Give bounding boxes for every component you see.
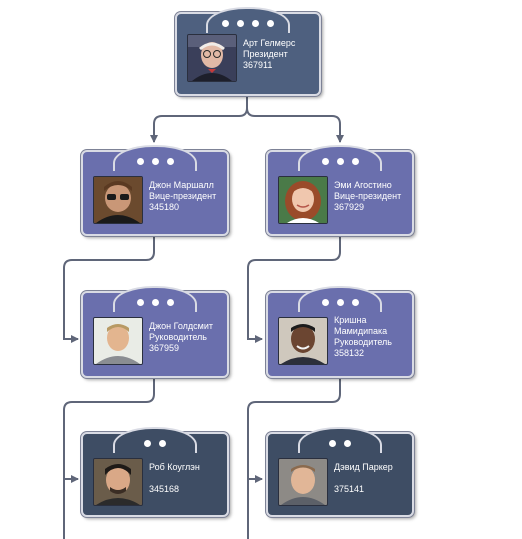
person-name: Эми Агостино — [334, 180, 392, 190]
node-dots — [83, 299, 227, 306]
avatar — [278, 317, 328, 365]
person-id: 367911 — [243, 60, 273, 70]
person-name: Джон Маршалл — [149, 180, 214, 190]
connector-mgr-left-emp-left — [63, 378, 155, 483]
person-title: Руководитель — [334, 337, 392, 347]
photo-man-dark-glasses — [94, 177, 142, 223]
node-dots — [83, 440, 227, 447]
person-title: Вице-президент — [334, 191, 402, 201]
node-employee-left[interactable]: Роб Коуглэн 345168 — [81, 427, 229, 517]
avatar — [278, 458, 328, 506]
node-dots — [268, 299, 412, 306]
node-tab — [298, 427, 382, 453]
person-id: 375141 — [334, 484, 365, 494]
person-id: 358132 — [334, 348, 365, 358]
photo-older-man-glasses — [188, 35, 236, 81]
node-info: Дэвид Паркер 375141 — [334, 462, 393, 495]
node-dots — [268, 158, 412, 165]
photo-woman-red-hair — [279, 177, 327, 223]
person-id: 367959 — [149, 343, 180, 353]
connector-president-vp-left — [150, 96, 248, 143]
photo-man-dark-hair — [94, 459, 142, 505]
person-name: Роб Коуглэн — [149, 462, 200, 472]
person-title: Руководитель — [149, 332, 207, 342]
avatar — [278, 176, 328, 224]
person-id: 345180 — [149, 202, 180, 212]
person-name: Джон Голдсмит — [149, 321, 214, 331]
avatar — [93, 458, 143, 506]
node-info: Кришна Мамидипака Руководитель 358132 — [334, 315, 392, 359]
photo-man-gray-shirt — [279, 459, 327, 505]
node-dots — [177, 20, 319, 27]
person-name: Дэвид Паркер — [334, 462, 393, 472]
node-info: Роб Коуглэн 345168 — [149, 462, 200, 495]
node-manager-right[interactable]: Кришна Мамидипака Руководитель 358132 — [266, 286, 414, 378]
node-info: Арт Гелмерс Президент 367911 — [243, 38, 295, 71]
person-title — [149, 473, 200, 484]
person-title — [334, 473, 393, 484]
person-id: 345168 — [149, 484, 180, 494]
avatar — [93, 176, 143, 224]
node-vp-left[interactable]: Джон Маршалл Вице-президент 345180 — [81, 145, 229, 236]
node-tab — [113, 427, 197, 453]
connector-vp-right-mgr-right — [247, 236, 341, 343]
node-president[interactable]: Арт Гелмерс Президент 367911 — [175, 7, 321, 96]
connector-president-vp-right — [246, 107, 344, 143]
person-title: Вице-президент — [149, 191, 217, 201]
node-tab — [206, 7, 290, 33]
node-info: Джон Голдсмит Руководитель 367959 — [149, 321, 213, 354]
avatar — [187, 34, 237, 82]
person-name: Арт Гелмерс — [243, 38, 296, 48]
node-vp-right[interactable]: Эми Агостино Вице-президент 367929 — [266, 145, 414, 236]
connector-vp-left-mgr-left — [63, 236, 155, 343]
node-dots — [83, 158, 227, 165]
person-name: Кришна Мамидипака — [334, 315, 388, 336]
node-dots — [268, 440, 412, 447]
avatar — [93, 317, 143, 365]
node-manager-left[interactable]: Джон Голдсмит Руководитель 367959 — [81, 286, 229, 378]
person-id: 367929 — [334, 202, 365, 212]
node-employee-right[interactable]: Дэвид Паркер 375141 — [266, 427, 414, 517]
node-info: Джон Маршалл Вице-президент 345180 — [149, 180, 216, 213]
photo-man-blonde — [94, 318, 142, 364]
person-title: Президент — [243, 49, 288, 59]
node-info: Эми Агостино Вице-президент 367929 — [334, 180, 401, 213]
photo-man-dark-skin — [279, 318, 327, 364]
connector-mgr-right-emp-right — [247, 378, 341, 483]
